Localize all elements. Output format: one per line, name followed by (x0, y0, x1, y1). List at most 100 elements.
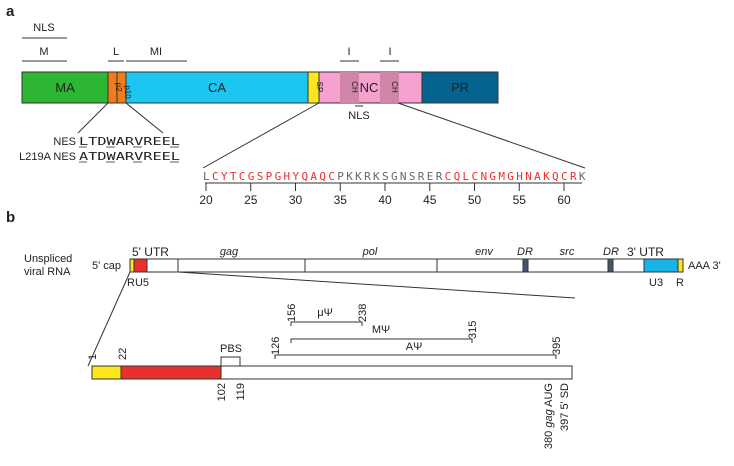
nc-residue: C (239, 170, 246, 183)
pos-238: 238 (357, 304, 369, 322)
panel-label-b: b (6, 209, 15, 226)
psi-a-label: AΨ (406, 341, 423, 353)
nc-residue: G (248, 170, 255, 183)
m-label: M (39, 46, 48, 58)
nc-residue: K (346, 170, 353, 183)
ch-label-1: CH (350, 81, 359, 93)
psi-mu-label: μΨ (317, 307, 333, 319)
nc-residue: G (275, 170, 282, 183)
pos-1: 1 (87, 354, 99, 360)
pos-22: 22 (117, 348, 129, 360)
nc-residue: K (373, 170, 380, 183)
i-label-2: I (388, 46, 391, 58)
nc-residue: P (337, 170, 344, 183)
nc-residue: T (230, 170, 237, 183)
p10-label: p10 (123, 85, 132, 99)
ca-label: CA (208, 80, 226, 95)
nc-residue: R (418, 170, 425, 183)
utr-r-region (91, 365, 122, 380)
nls-label-below: NLS (348, 110, 369, 122)
domain-ch-2 (380, 72, 399, 103)
pr-label: PR (451, 80, 469, 95)
genome-bar (129, 258, 684, 273)
pos-395: 395 (551, 337, 563, 355)
genome-dr-1 (522, 258, 529, 273)
pos-156: 156 (286, 304, 298, 322)
nc-residue: K (355, 170, 362, 183)
nes-label: NES (53, 136, 76, 148)
nc-residue: R (364, 170, 371, 183)
nc-residue: C (328, 170, 335, 183)
seq-tick-label: 45 (423, 193, 437, 207)
utr3-label: 3' UTR (627, 245, 664, 259)
sp-label: SP (315, 82, 324, 93)
nc-zoom-right (397, 102, 586, 169)
nc-residue: G (507, 170, 514, 183)
domain-ca (125, 71, 309, 104)
nes-underlines (79, 146, 179, 163)
aaa-label: AAA 3' (688, 260, 721, 272)
nc-residue: S (257, 170, 264, 183)
nc-residue: H (284, 170, 291, 183)
utr-zoom-left (87, 271, 131, 367)
nc-residue: G (489, 170, 496, 183)
genome-u5 (133, 258, 148, 273)
ru5-label: RU5 (127, 277, 149, 289)
l-label: L (113, 46, 119, 58)
nc-residue: C (472, 170, 479, 183)
nc-residue: L (203, 170, 210, 183)
nes-callout-right (125, 102, 164, 134)
seq-tick-label: 20 (199, 193, 213, 207)
nc-residue: R (570, 170, 577, 183)
seq-tick-label: 35 (334, 193, 348, 207)
gag-label: gag (220, 246, 239, 258)
domain-pr (421, 71, 499, 104)
seq-tick-label: 25 (244, 193, 258, 207)
pos-315: 315 (467, 321, 479, 339)
nes-sequence: LTDWARVREEL (79, 135, 181, 148)
psi-m-label: MΨ (372, 324, 390, 336)
domain-ch-1 (340, 72, 359, 103)
genome-dr-2 (607, 258, 614, 273)
nc-residue: S (382, 170, 389, 183)
utr-leader-region (220, 365, 573, 380)
psi-m-bracket (290, 338, 473, 343)
p2-label: p2 (114, 83, 123, 92)
genome-r-3 (677, 258, 684, 273)
utr5-label: 5' UTR (132, 245, 169, 259)
genome-r-5 (129, 258, 135, 273)
env-label: env (475, 246, 494, 258)
nc-residue: C (561, 170, 568, 183)
nc-residue: K (579, 170, 586, 183)
seq-tick-label: 40 (378, 193, 392, 207)
nc-residue: N (480, 170, 487, 183)
nc-zoom-left (202, 102, 320, 169)
rna-label-line-2: viral RNA (24, 266, 71, 278)
mi-label: MI (150, 46, 162, 58)
seq-tick-label: 50 (468, 193, 482, 207)
panel-label-a: a (6, 3, 15, 20)
nc-residue: G (391, 170, 398, 183)
u3-label: U3 (649, 277, 663, 289)
dr-label-1: DR (517, 246, 533, 258)
seq-tick-label: 30 (289, 193, 303, 207)
seq-tick-label: 55 (513, 193, 527, 207)
utr-zoom-bar (91, 365, 573, 380)
sd-label: 397 5' SD (559, 383, 571, 431)
psi-a-bracket (274, 354, 557, 359)
nc-residue: N (400, 170, 407, 183)
aug-label: 380 gag AUG (543, 383, 555, 449)
l219a-sequence: ATDWARVREEL (79, 150, 181, 163)
pbs-bracket (220, 356, 241, 366)
pol-label: pol (362, 246, 378, 258)
nc-residue: N (525, 170, 532, 183)
src-label: src (560, 246, 575, 258)
pos-102: 102 (216, 383, 228, 401)
nc-residue: A (534, 170, 541, 183)
i-label-1: I (347, 46, 350, 58)
nc-residue: Q (319, 170, 326, 183)
nc-residue: Q (454, 170, 461, 183)
